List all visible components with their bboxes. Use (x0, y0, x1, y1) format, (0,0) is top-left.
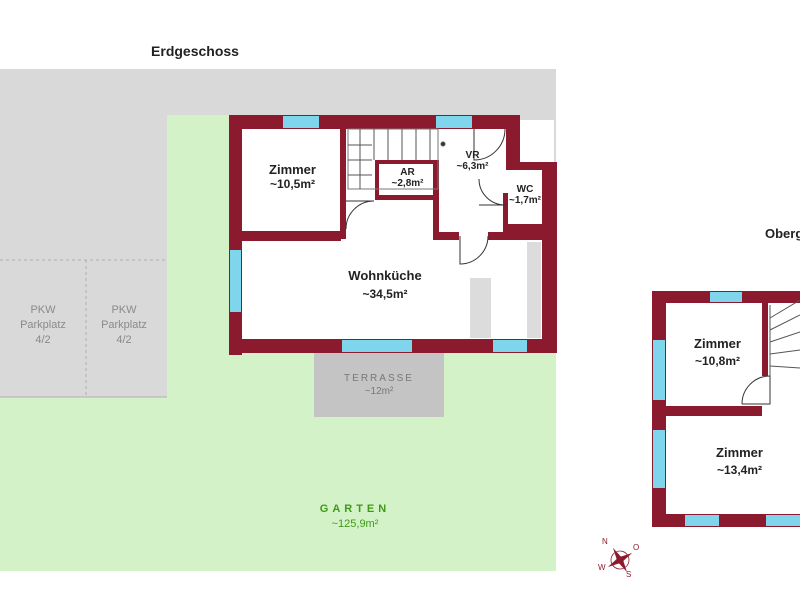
parking-spot-1: PKW Parkplatz 4/2 (0, 303, 86, 348)
compass-n: N (602, 537, 608, 546)
room-area: ~10,5m² (269, 177, 316, 191)
parking-spot-2: PKW Parkplatz 4/2 (81, 303, 167, 348)
compass-o: O (633, 543, 640, 552)
ground-floor-title: Erdgeschoss (151, 43, 239, 59)
upper-floor-doors (741, 375, 771, 405)
kitchen-counter-2 (527, 242, 541, 338)
parking-line1: PKW (111, 304, 137, 316)
room-ar: AR ~2,8m² (380, 167, 435, 189)
room-area: ~13,4m² (716, 463, 763, 477)
room-area: ~6,3m² (456, 161, 489, 172)
garden-area-text: ~125,9m² (331, 518, 379, 530)
room-vr: VR ~6,3m² (445, 150, 500, 172)
parking-line3: 4/2 (116, 334, 132, 346)
parking-line2: Parkplatz (101, 319, 147, 331)
kitchen-counter-1 (470, 278, 491, 338)
room-area: ~1,7m² (509, 195, 541, 206)
upper-floor-stairs (769, 299, 800, 376)
garden-name: GARTEN (319, 503, 391, 515)
room-wc: WC ~1,7m² (505, 184, 545, 206)
ground-floor-windows (230, 116, 527, 352)
room-zimmer-gf: Zimmer ~10,5m² (245, 162, 340, 191)
upper-floor-windows (653, 292, 800, 526)
compass-s: S (626, 570, 632, 579)
ground-floor-stairs (347, 128, 446, 190)
parking-line1: PKW (30, 304, 56, 316)
terrace-area-text: ~12m² (364, 386, 394, 397)
ground-floor-doors (345, 128, 506, 265)
room-name: Wohnküche (348, 268, 422, 283)
parking-area (0, 115, 167, 397)
room-area: ~34,5m² (362, 287, 408, 301)
room-name: VR (465, 150, 480, 161)
room-name: AR (400, 167, 415, 178)
compass-w: W (598, 563, 606, 572)
room-zimmer-uf-1: Zimmer ~10,8m² (670, 336, 765, 368)
room-wohnkueche: Wohnküche ~34,5m² (320, 268, 450, 301)
garden-label: GARTEN ~125,9m² (300, 503, 410, 530)
compass-rose-icon (607, 547, 633, 573)
upper-floor-title: Oberg (765, 226, 800, 241)
room-name: WC (516, 184, 534, 195)
parking-line3: 4/2 (35, 334, 51, 346)
paving-strip (0, 69, 556, 115)
room-area: ~10,8m² (694, 354, 741, 368)
parking-line2: Parkplatz (20, 319, 66, 331)
room-name: Zimmer (269, 162, 316, 177)
terrace-label: TERRASSE ~12m² (314, 373, 444, 397)
terrace-area (314, 352, 444, 417)
room-zimmer-uf-2: Zimmer ~13,4m² (692, 445, 787, 477)
room-name: Zimmer (694, 336, 741, 351)
room-area: ~2,8m² (391, 178, 424, 189)
terrace-name: TERRASSE (344, 373, 414, 384)
room-name: Zimmer (716, 445, 763, 460)
